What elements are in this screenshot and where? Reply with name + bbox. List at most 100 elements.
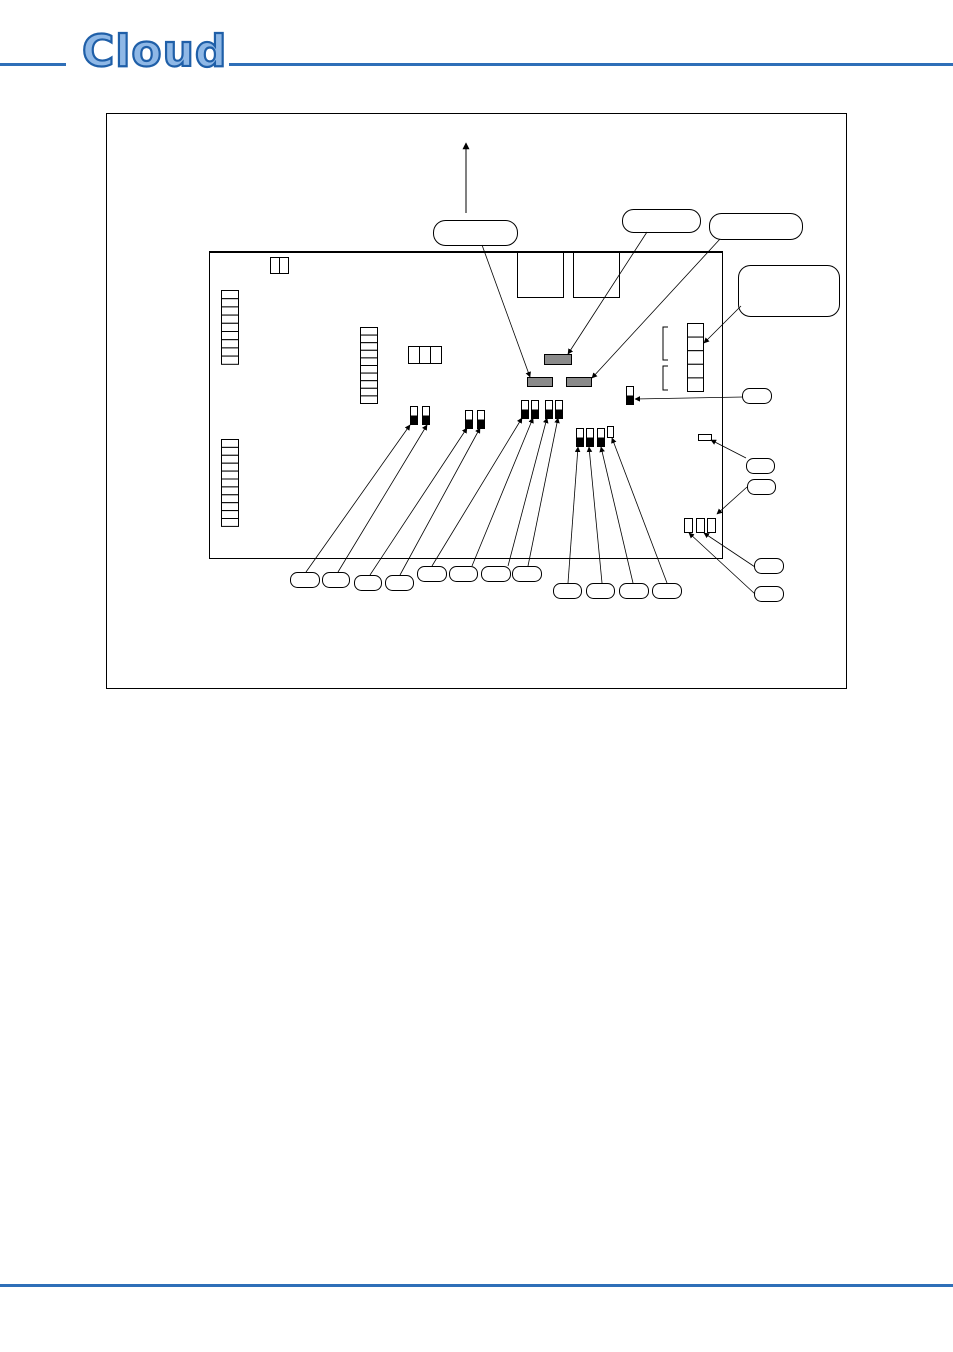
connector-pin xyxy=(221,439,239,448)
connector-block-left-lower xyxy=(221,439,239,527)
connector-pin xyxy=(687,350,704,365)
callout-bubble xyxy=(742,388,772,404)
connector-pin xyxy=(360,380,378,389)
bracket-lower xyxy=(662,365,668,391)
connector-pin xyxy=(221,470,239,480)
dip-switches xyxy=(410,400,614,447)
connector-pin xyxy=(221,486,239,496)
connector-pin xyxy=(221,347,239,357)
dip-switch-toggle xyxy=(477,419,485,429)
callout-bubble xyxy=(747,479,776,495)
leader-arrow xyxy=(716,486,748,515)
connector-pin xyxy=(221,478,239,488)
callout-bubble xyxy=(746,458,775,474)
connector-pin xyxy=(360,334,378,344)
bracket-upper xyxy=(662,326,668,361)
leader-arrow xyxy=(703,305,742,344)
connector-pin xyxy=(221,322,239,332)
connector-block-left-upper xyxy=(221,290,239,365)
cloud-logo: Cloud xyxy=(81,26,228,74)
connector-pin xyxy=(221,355,239,365)
dip-switch-toggle xyxy=(576,437,584,447)
board-outline xyxy=(209,251,723,559)
grey-part-upper xyxy=(544,354,572,365)
connector-pin xyxy=(687,336,704,352)
leader-lines xyxy=(305,231,756,595)
diagram-frame xyxy=(106,113,847,689)
dip-switch-toggle xyxy=(422,415,430,425)
connector-pin xyxy=(221,314,239,324)
callout-bubble xyxy=(622,209,701,233)
connector-pin xyxy=(221,339,239,349)
leader-arrow xyxy=(507,417,549,567)
connector-pin xyxy=(221,494,239,504)
connector-block-middle xyxy=(360,327,378,404)
leader-arrow xyxy=(586,446,603,584)
dip-switch-toggle xyxy=(555,409,563,419)
leader-arrow xyxy=(634,396,744,402)
callout-bubble xyxy=(449,566,478,582)
leader-arrow xyxy=(567,446,581,584)
dip-switch-toggle xyxy=(410,415,418,425)
triple-block xyxy=(408,346,442,364)
leader-arrow xyxy=(599,446,634,584)
callout-bubble xyxy=(417,566,447,582)
dip-switch-toggle xyxy=(545,409,553,419)
leader-arrow xyxy=(305,424,411,573)
callout-bubble xyxy=(290,572,320,588)
callout-bubble xyxy=(619,583,649,599)
connector-pin xyxy=(360,349,378,359)
leader-arrow xyxy=(611,437,668,584)
connector-pin xyxy=(221,298,239,308)
leader-arrow xyxy=(710,439,747,459)
header-rule-left xyxy=(0,63,66,66)
jumper-right xyxy=(626,386,634,405)
connector-pin xyxy=(221,290,239,300)
connector-pin xyxy=(360,372,378,382)
leader-arrow xyxy=(527,417,560,567)
jumper-open xyxy=(607,426,614,438)
leader-arrow xyxy=(591,238,721,379)
callout-bubble xyxy=(754,558,784,574)
leader-arrow xyxy=(471,417,534,567)
leader-arrow xyxy=(369,427,468,576)
dip-switch-toggle xyxy=(465,419,473,429)
bottom-right-triple xyxy=(684,518,716,533)
connector-pin xyxy=(687,323,704,338)
callout-bubble xyxy=(586,583,615,599)
grey-part-right xyxy=(566,377,592,387)
callout-bubble xyxy=(481,566,511,582)
socket-right xyxy=(573,252,620,298)
callout-bubble xyxy=(354,575,382,591)
dip-switch-toggle xyxy=(531,409,539,419)
connector-pin xyxy=(687,377,704,392)
callout-bubble xyxy=(709,213,803,240)
callout-bubble xyxy=(754,586,784,602)
connector-pin xyxy=(360,365,378,374)
callout-bubble xyxy=(433,220,518,246)
leader-arrow xyxy=(688,532,756,595)
small-led xyxy=(698,434,712,441)
leader-arrow xyxy=(567,231,648,355)
connector-pin xyxy=(221,454,239,464)
connector-block-right xyxy=(687,323,704,392)
header-rule-right xyxy=(229,63,953,66)
footer-rule xyxy=(0,1284,953,1287)
grey-part-left xyxy=(527,377,553,387)
leader-arrow xyxy=(431,417,523,567)
connector-pin xyxy=(221,306,239,316)
callout-bubble xyxy=(652,583,682,599)
connector-pin xyxy=(221,446,239,456)
connector-pin xyxy=(360,327,378,336)
logo-text: Cloud xyxy=(82,26,227,74)
dip-switch-toggle xyxy=(521,409,529,419)
connector-pin xyxy=(221,510,239,520)
callout-bubble xyxy=(322,572,350,588)
leader-arrow xyxy=(337,424,428,573)
connector-pin xyxy=(360,342,378,351)
leader-arrow xyxy=(399,427,481,576)
connector-pin xyxy=(221,331,239,341)
callout-bubble xyxy=(553,583,582,599)
socket-left xyxy=(517,252,564,298)
